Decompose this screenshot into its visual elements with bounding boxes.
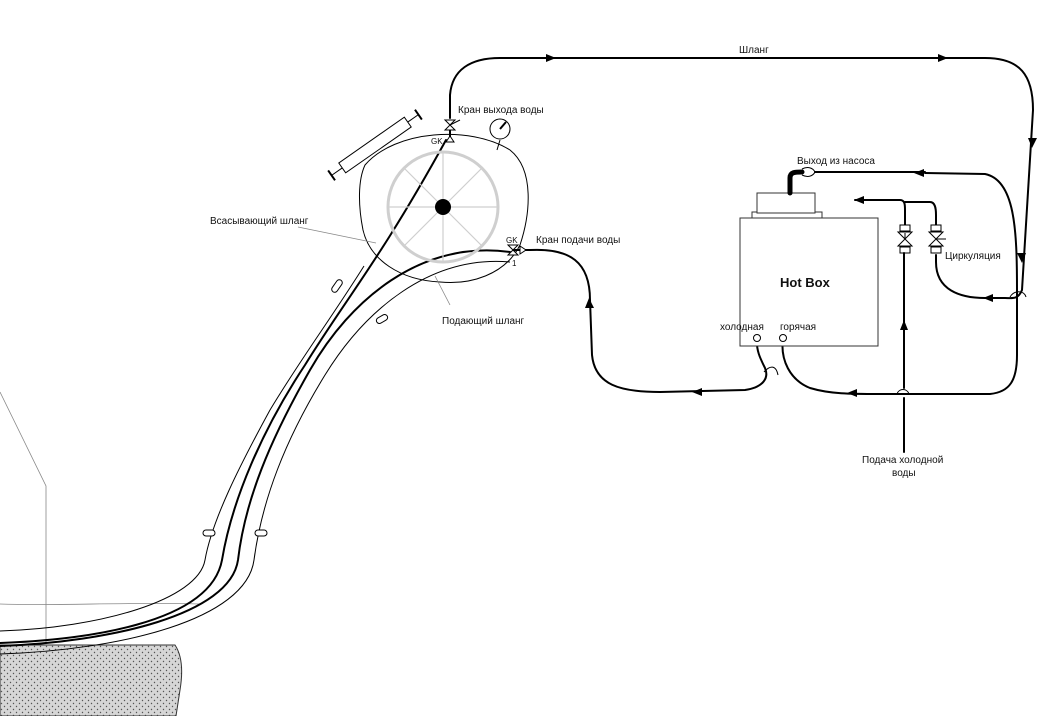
hot-port-label: горячая	[780, 322, 816, 333]
valve-number-label: 1	[512, 259, 517, 268]
cold-water-supply-line	[900, 252, 908, 453]
pipe-crossing-3	[1009, 291, 1027, 298]
label-leaders	[297, 226, 451, 306]
pump-outlet-label: Выход из насоса	[797, 156, 875, 167]
hot-port	[779, 334, 787, 342]
gk-label-side: GK	[506, 236, 518, 245]
supply-hose-label: Подающий шланг	[442, 316, 525, 327]
pipe-crossing-1	[763, 366, 779, 376]
pump-outlet-pipe	[787, 167, 926, 196]
valve-top-icon	[443, 119, 461, 143]
hot-box	[739, 192, 879, 347]
ground-area	[0, 644, 183, 716]
circulation-label: Циркуляция	[945, 251, 1001, 262]
structure-outline	[0, 391, 47, 645]
water-inlet-valve-label: Кран подачи воды	[536, 235, 620, 246]
hose-label: Шланг	[739, 45, 769, 56]
cold-supply-label-line1: Подача холодной	[862, 455, 943, 466]
pump-hub	[435, 199, 451, 215]
water-outlet-valve-label: Кран выхода воды	[458, 105, 544, 116]
hot-box-title: Hot Box	[780, 275, 831, 290]
cold-port-label: холодная	[720, 322, 764, 333]
cold-port	[753, 334, 761, 342]
hose-loop-top	[449, 54, 1037, 302]
circulation-valve-1-icon	[896, 224, 914, 254]
suction-hose	[0, 139, 447, 644]
water-surface-line	[0, 603, 201, 605]
pump	[327, 109, 529, 283]
pressure-gauge-icon	[489, 118, 511, 151]
inlet-loop	[529, 248, 768, 396]
pipe-crossing-2	[896, 389, 910, 395]
valve-side-icon	[506, 244, 530, 256]
hose-clamps	[202, 279, 389, 537]
supply-hose	[0, 249, 511, 655]
pump-handle	[327, 109, 423, 181]
gk-label-top: GK	[431, 137, 443, 146]
circulation-branch	[854, 196, 986, 299]
suction-hose-label: Всасывающий шланг	[210, 216, 309, 227]
circulation-valve-2-icon	[927, 224, 946, 254]
cold-supply-label-line2: воды	[892, 468, 916, 479]
